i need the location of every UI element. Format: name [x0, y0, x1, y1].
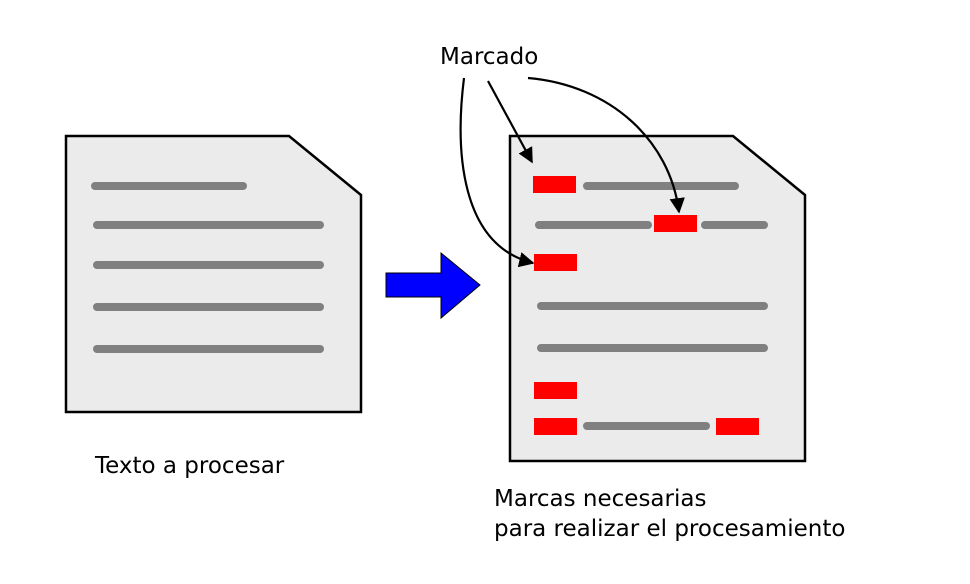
markup-tag	[533, 176, 576, 193]
result-caption: Marcas necesarias para realizar el proce…	[494, 484, 845, 544]
markup-tag	[654, 215, 697, 232]
markup-tag	[716, 418, 759, 435]
pointer-arrow	[459, 77, 535, 268]
transform-arrow	[385, 251, 481, 320]
pointer-arrow	[487, 80, 533, 164]
source-document	[64, 134, 363, 414]
markup-tag	[534, 418, 577, 435]
result-caption-line-1: Marcas necesarias	[494, 486, 707, 512]
source-text-label: Texto a procesar	[95, 453, 285, 479]
markup-label: Marcado	[440, 44, 539, 70]
pointer-arrow	[527, 76, 685, 214]
source-page	[64, 134, 363, 414]
marked-document	[508, 134, 807, 463]
marked-page	[508, 134, 807, 463]
markup-tag	[534, 254, 577, 271]
result-caption-line-2: para realizar el procesamiento	[494, 516, 846, 542]
markup-tag	[534, 382, 577, 399]
